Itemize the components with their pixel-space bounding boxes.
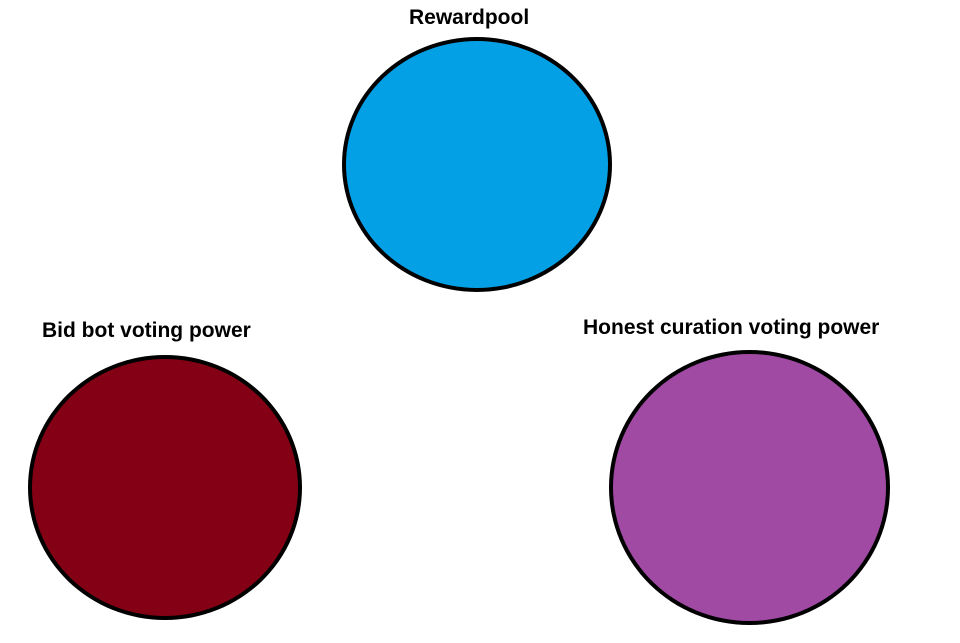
rewardpool-label: Rewardpool [409,6,530,29]
rewardpool-circle [342,37,612,292]
bid-bot-voting-power-label: Bid bot voting power [42,319,251,342]
honest-curation-voting-power-circle [609,350,890,625]
bid-bot-voting-power-circle [28,355,302,620]
honest-curation-voting-power-label: Honest curation voting power [583,316,880,339]
